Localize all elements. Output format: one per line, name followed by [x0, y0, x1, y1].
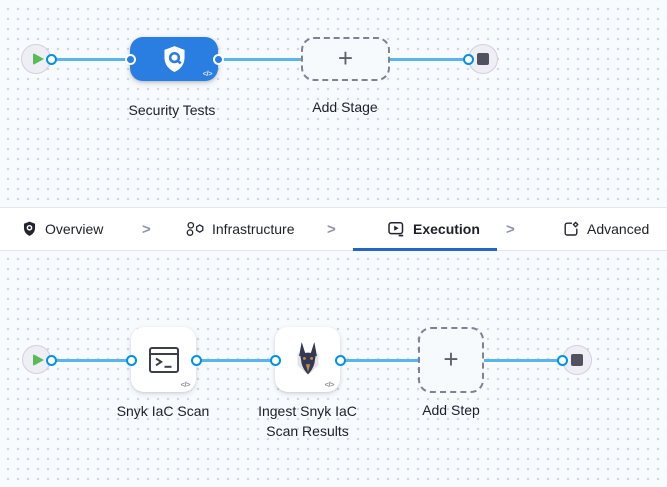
terminal-icon: [146, 343, 182, 377]
stop-icon: [571, 354, 583, 366]
tab-separator-chevron: >: [142, 220, 151, 238]
plus-icon: +: [337, 43, 354, 73]
step-node-snyk-iac-scan[interactable]: </>: [131, 327, 196, 392]
active-tab-underline: [353, 248, 497, 251]
start-port: [45, 354, 57, 366]
step-right-port: [190, 354, 202, 366]
end-port: [462, 54, 474, 65]
template-code-icon: </>: [324, 380, 335, 389]
step-label-ingest: Ingest Snyk IaC Scan Results: [258, 403, 357, 439]
add-step-button[interactable]: +: [418, 327, 484, 393]
template-code-icon: </>: [180, 380, 191, 389]
stage-connector-line: [36, 58, 483, 61]
shield-icon: [22, 221, 37, 237]
play-icon: [33, 353, 44, 366]
tab-advanced-label: Advanced: [587, 221, 650, 237]
step-label-snyk-scan: Snyk IaC Scan: [116, 403, 210, 419]
step-node-ingest-snyk-results[interactable]: </>: [275, 327, 340, 392]
stage-label: Security Tests: [128, 102, 216, 118]
tab-separator-chevron: >: [327, 220, 336, 238]
execution-icon: [388, 221, 405, 237]
step-right-port: [334, 354, 346, 366]
tab-execution[interactable]: Execution: [388, 208, 480, 250]
step-left-port: [125, 354, 137, 366]
pipeline-start-node: [21, 44, 51, 74]
add-stage-button[interactable]: +: [301, 37, 390, 81]
tab-advanced[interactable]: Advanced: [563, 208, 649, 250]
tab-infrastructure[interactable]: Infrastructure: [186, 208, 294, 250]
tab-overview[interactable]: Overview: [22, 208, 103, 250]
end-port: [556, 354, 568, 366]
step-left-port: [269, 354, 281, 366]
play-icon: [32, 53, 44, 65]
stage-node-security-tests[interactable]: </>: [130, 37, 218, 81]
stage-right-port: [212, 54, 224, 65]
snyk-doberman-icon: [290, 341, 326, 379]
start-port: [46, 54, 57, 65]
tab-infrastructure-label: Infrastructure: [212, 221, 295, 237]
add-stage-label: Add Stage: [312, 99, 378, 115]
tab-overview-label: Overview: [45, 221, 104, 237]
tab-separator-chevron: >: [506, 220, 515, 238]
tab-execution-label: Execution: [413, 221, 480, 237]
infrastructure-icon: [186, 221, 204, 237]
plus-icon: +: [443, 344, 459, 374]
security-shield-icon: [161, 45, 188, 74]
template-code-icon: </>: [202, 69, 213, 78]
add-step-label: Add Step: [422, 402, 480, 418]
stage-config-tabbar: Overview > Infrastructure >: [0, 207, 667, 251]
stage-left-port: [124, 54, 136, 65]
advanced-icon: [563, 221, 579, 237]
stop-icon: [477, 53, 489, 65]
